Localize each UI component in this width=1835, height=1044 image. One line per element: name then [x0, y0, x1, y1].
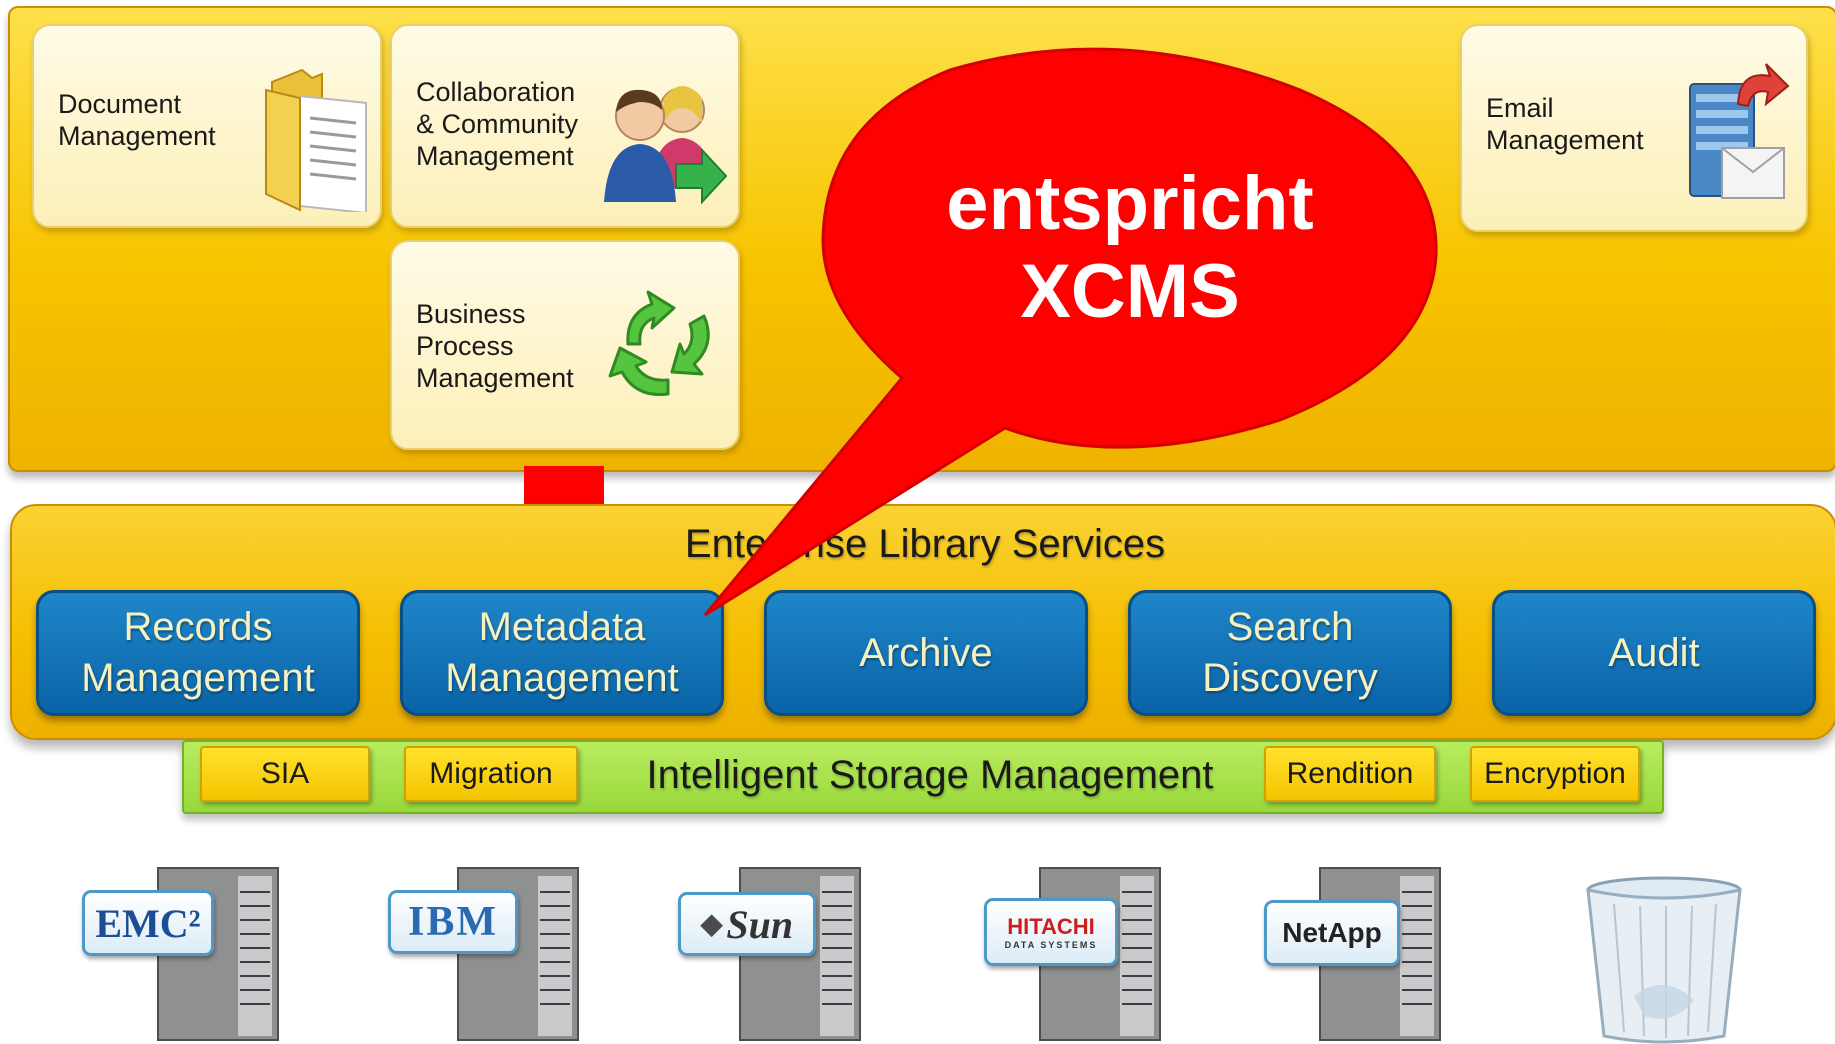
collaboration-management-label: Collaboration & Community Management: [416, 77, 579, 171]
vendor-netapp-logo: NetApp: [1264, 900, 1400, 966]
collaboration-management-card: Collaboration & Community Management: [390, 24, 740, 228]
sun-diamond-icon: ◆: [700, 909, 723, 940]
service-records-management: Records Management: [36, 590, 360, 716]
email-server-icon: [1689, 63, 1790, 199]
email-management-label: Email Management: [1486, 93, 1644, 155]
vendor-hitachi-logo: HITACHI DATA SYSTEMS: [984, 898, 1118, 966]
vendor-sun-logo: ◆ Sun: [678, 892, 816, 956]
business-process-management-label: Business Process Management: [416, 299, 574, 393]
vendor-ibm-logo: IBM: [388, 890, 518, 954]
document-management-label: Document Management: [58, 89, 216, 151]
service-archive: Archive: [764, 590, 1088, 716]
chip-rendition: Rendition: [1264, 746, 1436, 802]
vendor-emc-logo: EMC²: [82, 890, 214, 956]
document-management-card: Document Management: [32, 24, 382, 228]
callout-text: entspricht XCMS: [946, 161, 1314, 334]
folder-icon: [265, 68, 367, 212]
users-icon: [604, 86, 728, 205]
email-management-card: Email Management: [1460, 24, 1808, 232]
chip-sia: SIA: [200, 746, 370, 802]
chip-encryption: Encryption: [1470, 746, 1640, 802]
chip-migration: Migration: [404, 746, 578, 802]
storage-management-title: Intelligent Storage Management: [646, 753, 1214, 797]
recycle-icon: [608, 290, 710, 397]
service-search-discovery: Search Discovery: [1128, 590, 1452, 716]
service-audit: Audit: [1492, 590, 1816, 716]
service-metadata-management: Metadata Management: [400, 590, 724, 716]
business-process-management-card: Business Process Management: [390, 240, 740, 450]
trash-can-icon: [1586, 876, 1742, 1044]
